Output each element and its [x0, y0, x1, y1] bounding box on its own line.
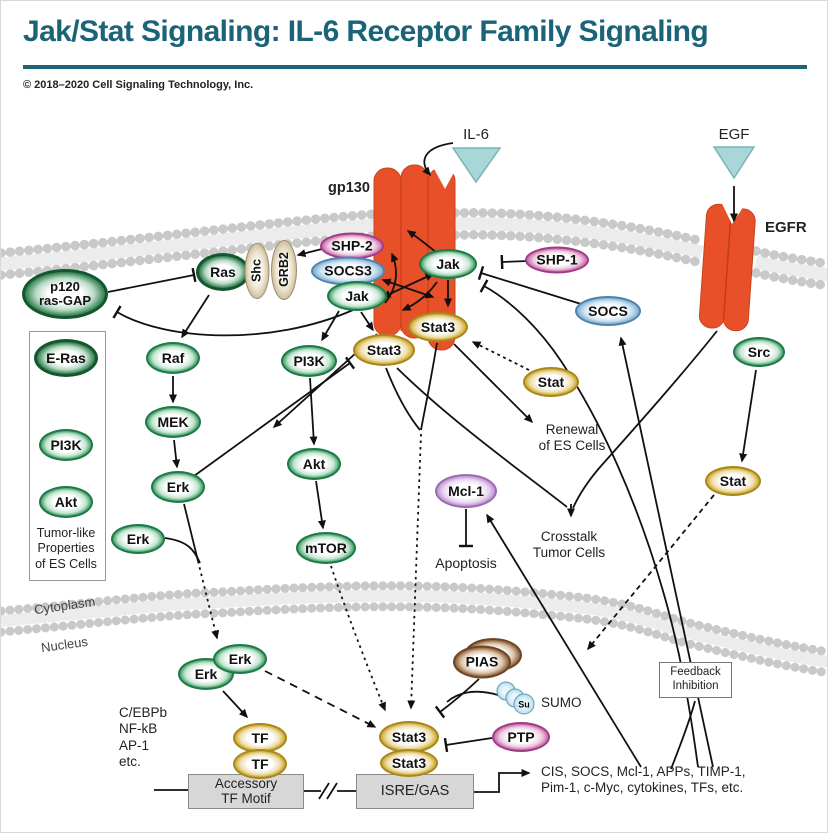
shp2-to-grb2-arrow	[296, 248, 323, 258]
node-stat3-mem-right: Stat3	[408, 312, 468, 342]
erk-to-nucleus-dotted	[197, 560, 220, 640]
il6-ligand-triangle	[451, 147, 502, 184]
node-stat3-nuc-a: Stat3	[379, 721, 439, 753]
egfr-to-crosstalk-curve	[572, 330, 718, 509]
stat3-to-renewal	[453, 343, 534, 424]
sumo-circle-su: Su	[513, 693, 535, 715]
isre-gas-box: ISRE/GAS	[356, 774, 474, 809]
erk-to-tf	[222, 690, 249, 719]
stat3-dimer-curve-left	[385, 367, 421, 431]
node-mek: MEK	[145, 406, 201, 438]
receptor-phospho-arrow-3	[401, 281, 438, 311]
il6-binding-arrow	[422, 142, 454, 177]
node-stat-right: Stat	[705, 466, 761, 496]
il6-label: IL-6	[463, 126, 489, 143]
node-shc: Shc	[244, 243, 270, 299]
egf-ligand-triangle	[712, 146, 756, 180]
node-socs: SOCS	[575, 296, 641, 326]
node-erk-nuc-b: Erk	[213, 644, 267, 674]
output-merge-curve	[670, 700, 696, 770]
stat3-to-crosstalk-curve	[396, 367, 568, 508]
node-mcl1: Mcl-1	[435, 474, 497, 508]
plasma-membrane	[1, 208, 827, 291]
node-tf-b: TF	[233, 749, 287, 779]
copyright-text: © 2018–2020 Cell Signaling Technology, I…	[23, 79, 254, 91]
node-shp2: SHP-2	[320, 232, 384, 260]
page-title: Jak/Stat Signaling: IL-6 Receptor Family…	[23, 15, 709, 48]
p120-inhibits-ras	[107, 267, 197, 293]
shp1-inhibits-jak	[500, 254, 529, 270]
sumo-curve	[446, 690, 499, 703]
pi3k-to-akt	[309, 377, 318, 446]
node-shp1: SHP-1	[525, 246, 589, 274]
node-jak-right: Jak	[419, 249, 477, 279]
node-ptp: PTP	[492, 722, 550, 752]
node-grb2: GRB2	[271, 240, 297, 300]
apoptosis-label: Apoptosis	[435, 555, 497, 571]
nuclear-membrane	[1, 581, 827, 678]
node-mtor: mTOR	[296, 532, 356, 564]
pias-inhibits-stat3	[434, 678, 480, 719]
node-pi3k-es: PI3K	[39, 429, 93, 461]
output-to-mcl1	[486, 513, 642, 768]
title-rule	[23, 65, 807, 69]
egfr-receptor	[698, 202, 756, 332]
node-pi3k: PI3K	[281, 345, 337, 377]
erk-cyto-join-curve	[164, 537, 201, 564]
node-pias: PIAS	[453, 645, 511, 679]
node-raf: Raf	[146, 342, 200, 374]
node-akt: Akt	[287, 448, 341, 480]
jak-to-pi3k	[321, 310, 340, 342]
isre-output-arrow	[474, 769, 531, 793]
node-stat3-nuc-b: Stat3	[380, 749, 438, 777]
mek-to-erk	[172, 439, 181, 469]
es-cell-pathway-box	[29, 331, 106, 581]
ras-to-raf	[181, 294, 210, 339]
akt-to-mtor	[315, 480, 326, 530]
node-ras: Ras	[196, 253, 250, 291]
sumo-label: SUMO	[541, 695, 582, 710]
dna-break-slashes	[318, 782, 338, 800]
node-erk-cascade: Erk	[151, 471, 205, 503]
stat3-to-nucleus-dotted	[407, 433, 422, 710]
stat3-dimer-curve-right	[420, 342, 438, 431]
gp130-label: gp130	[328, 180, 370, 196]
stat-to-nucleus-dashed	[587, 494, 715, 651]
node-eras: E-Ras	[34, 339, 98, 377]
egfr-label: EGFR	[765, 219, 807, 236]
src-to-stat	[739, 369, 757, 463]
node-stat-mid: Stat	[523, 367, 579, 397]
node-akt-es: Akt	[39, 486, 93, 518]
node-jak-left: Jak	[327, 281, 387, 311]
jak-inhibits-p120	[112, 305, 354, 337]
erk-down-solid	[183, 503, 199, 562]
ptp-inhibits-stat3	[443, 737, 493, 753]
output-gene-list: CIS, SOCS, Mcl-1, APPs, TIMP-1,Pim-1, c-…	[541, 764, 746, 796]
stat-to-stat3-dashed	[471, 341, 530, 371]
accessory-tf-motif-box: Accessory TF Motif	[188, 774, 304, 809]
feedback-inhibition-box: Feedback Inhibition	[659, 662, 732, 698]
node-stat3-mem-left: Stat3	[353, 334, 415, 366]
jak-jak-exchange-2	[381, 278, 435, 299]
jak-to-stat3-left	[360, 311, 374, 332]
egf-label: EGF	[718, 126, 750, 143]
node-src: Src	[733, 337, 785, 367]
erk-to-stat3-dashed	[264, 670, 377, 728]
receptor-phospho-arrow-2	[384, 252, 399, 304]
node-erk-cyto: Erk	[111, 524, 165, 554]
socs-inhibits-jak	[477, 265, 582, 305]
